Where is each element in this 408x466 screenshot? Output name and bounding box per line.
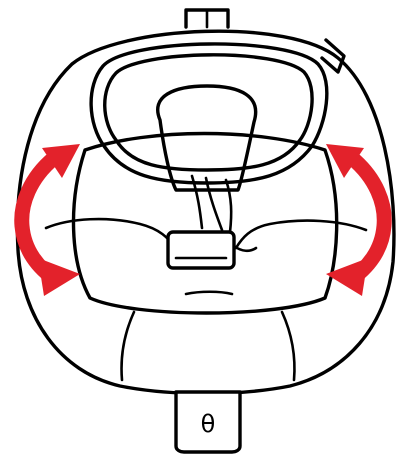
harness-strap-center: [206, 178, 222, 230]
left-bolster-line: [46, 219, 176, 248]
head-pad: [158, 86, 256, 190]
seat-crease: [186, 292, 232, 294]
rotate-cw-arrow-icon: [326, 144, 384, 296]
seat-seam-right: [282, 312, 295, 380]
right-bolster-line: [236, 221, 366, 248]
harness-strap-right: [226, 180, 231, 232]
seat-seam-left: [122, 312, 135, 380]
harness-buckle: [168, 232, 234, 268]
headrest-frame-inner: [105, 55, 312, 170]
control-symbol: θ: [201, 410, 216, 438]
